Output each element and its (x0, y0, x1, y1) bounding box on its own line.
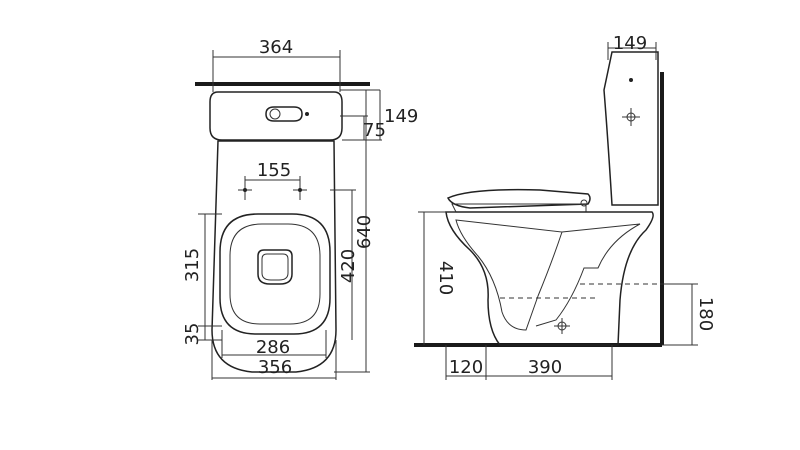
seat-lid-side-outline (446, 188, 591, 209)
dimension-label-base-width: 356 (258, 357, 292, 378)
fixing-hole-cistern-icon (622, 108, 640, 126)
drain-inner (261, 253, 289, 281)
dimension-label-front-offset: 35 (182, 323, 203, 346)
dimension-label-overall-length: 640 (354, 215, 375, 249)
flush-button-icon (265, 106, 309, 122)
dimension-label-tank-width: 364 (259, 37, 293, 58)
dimension-label-bowl-depth: 315 (182, 248, 203, 282)
cistern-side-outline (603, 51, 659, 206)
dimension-label-rim-height: 410 (435, 261, 456, 295)
dimension-label-outlet-distance: 390 (528, 357, 562, 378)
dimension-label-seat-length: 420 (338, 249, 359, 283)
bowl-inner-outline (455, 219, 563, 331)
drain-outline (257, 249, 293, 285)
top-view: 364 149 75 (182, 37, 418, 380)
bowl-body-outline (211, 140, 337, 373)
side-view: 149 410 180 (414, 33, 716, 380)
floor-fixing-icon (554, 318, 570, 334)
fixing-hole-left-icon (238, 183, 252, 197)
dimension-label-fixing-spacing: 155 (257, 160, 291, 181)
dimension-label-front-offset-side: 120 (449, 357, 483, 378)
hinge-icon (580, 199, 588, 207)
bowl-side-outline (445, 211, 654, 346)
seat-inner-outline (229, 223, 321, 325)
trapway-outline (535, 223, 641, 327)
dimension-label-tank-depth: 149 (384, 106, 418, 127)
fixing-hole-right-icon (293, 183, 307, 197)
dimension-label-tank-depth-side: 149 (613, 33, 647, 54)
dimension-label-outlet-height: 75 (363, 120, 386, 141)
flush-button-side-icon (629, 78, 633, 82)
cistern-outline (209, 91, 343, 141)
dimension-label-outlet-height-side: 180 (695, 297, 716, 331)
seat-outline (219, 213, 331, 335)
dimension-label-seat-width: 286 (256, 337, 290, 358)
